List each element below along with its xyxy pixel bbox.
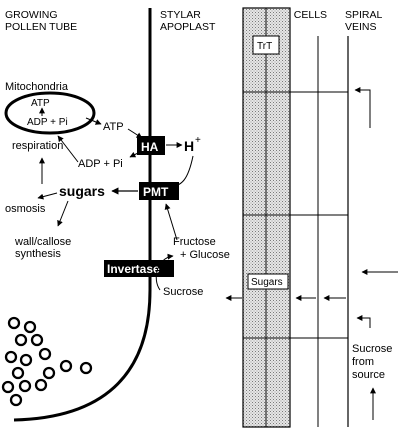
vesicle [19, 353, 33, 367]
header-pollen-tube-line1: GROWING [5, 9, 58, 21]
header-pollen-tube-line2: POLLEN TUBE [5, 21, 77, 33]
adp-inner-label: ADP + Pi [27, 117, 68, 128]
header-spiral-veins-line1: SPIRAL [345, 9, 383, 21]
invertase-enzyme-label: Invertase [107, 262, 160, 276]
trt-label: TrT [257, 41, 272, 52]
vesicle [18, 379, 32, 393]
vesicle [79, 361, 93, 375]
ha-enzyme-label: HA [141, 140, 159, 154]
vesicle [1, 380, 15, 394]
sugars-to-wall-arrow [57, 200, 69, 227]
vesicle [11, 366, 25, 380]
vesicle [4, 350, 18, 364]
pollen-tube-membrane [13, 8, 152, 422]
osmosis-label: osmosis [5, 203, 46, 215]
vesicle [59, 359, 73, 373]
adp-outer-label: ADP + Pi [78, 158, 123, 170]
vesicle [34, 378, 48, 392]
vein-arrow-3 [356, 315, 371, 328]
sucrose-to-hexose-arrow [155, 253, 174, 291]
vesicle [23, 320, 37, 334]
tip-vesicles [1, 316, 93, 407]
wall-synthesis-line2: synthesis [15, 248, 61, 260]
sucrose-source-line3: source [352, 369, 385, 381]
pmt-transporter-label: PMT [143, 185, 169, 199]
vein-arrow-1 [354, 87, 371, 128]
vesicle [38, 347, 52, 361]
hplus-label: H [184, 138, 194, 154]
fructose-label: Fructose [173, 236, 216, 248]
mitochondria-label: Mitochondria [5, 81, 69, 93]
sugars-box-label: Sugars [251, 277, 283, 288]
sugars-to-osmosis-arrow [37, 192, 58, 200]
header-apoplast-line1: STYLAR [160, 9, 201, 21]
header-spiral-veins-line2: VEINS [345, 21, 377, 33]
mitochondrion [4, 91, 96, 135]
ha-enzyme-box [137, 136, 165, 155]
header-apoplast-line2: APOPLAST [160, 21, 216, 33]
wall-synthesis-line1: wall/callose [14, 236, 71, 248]
pmt-transporter-box [139, 182, 179, 200]
sucrose-label: Sucrose [163, 286, 203, 298]
hplus-superscript: + [195, 135, 201, 146]
vesicle [42, 366, 56, 380]
transmitting-tissue-box [252, 35, 280, 55]
vesicle [14, 333, 28, 347]
glucose-label: + Glucose [180, 249, 230, 261]
vesicle [30, 333, 44, 347]
adp-to-mito-arrow [57, 135, 79, 163]
atp-outer-label: ATP [103, 121, 124, 133]
respiration-label: respiration [12, 140, 63, 152]
atp-export-arrow [85, 117, 102, 125]
sucrose-source-line1: Sucrose [352, 343, 392, 355]
atp-inner-label: ATP [31, 98, 50, 109]
sucrose-source-line2: from [352, 356, 374, 368]
vesicle [9, 393, 23, 407]
hexose-to-pmt-arrow [164, 203, 178, 241]
sugars-main-label: sugars [59, 183, 105, 199]
vesicle [7, 316, 21, 330]
sugars-box [247, 273, 289, 290]
